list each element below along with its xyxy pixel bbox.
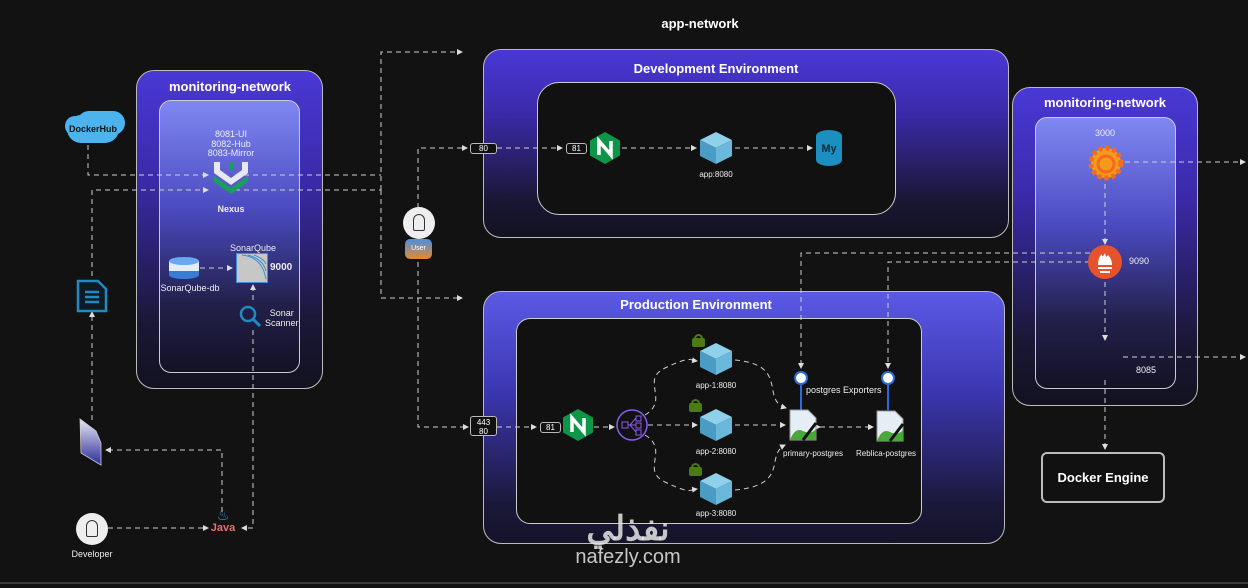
primary-postgres-icon[interactable] <box>789 409 817 441</box>
connector <box>885 261 1090 369</box>
dev-port-80: 80 <box>470 143 497 154</box>
connector <box>87 145 209 178</box>
nginx-icon[interactable] <box>562 408 594 442</box>
user-avatar[interactable] <box>403 207 435 239</box>
replica-exporter-node[interactable] <box>881 371 895 385</box>
search-icon[interactable] <box>238 304 262 328</box>
prod-port-443: 443 <box>476 418 491 427</box>
connector <box>105 447 223 512</box>
sonar-scanner-label: Sonar Scanner <box>265 308 299 328</box>
nginx-icon[interactable] <box>589 131 621 165</box>
other-port: 8085 <box>1136 365 1157 375</box>
sonarqube-icon[interactable] <box>236 253 268 283</box>
connector <box>734 359 787 410</box>
app-container-icon[interactable] <box>699 131 733 165</box>
document-icon[interactable] <box>76 279 108 313</box>
lock-icon <box>692 338 705 347</box>
connector <box>644 434 698 493</box>
replica-postgres-icon[interactable] <box>876 410 904 442</box>
user-badge: User <box>405 239 432 259</box>
lock-icon <box>689 403 702 412</box>
primary-exporter-node[interactable] <box>794 371 808 385</box>
mysql-label: My <box>821 143 837 155</box>
connector <box>644 357 698 416</box>
java-cup-icon: ♨ <box>216 507 230 523</box>
dev-env-title: Development Environment <box>633 61 799 76</box>
nexus-port-hub: 8082-Hub <box>211 139 251 149</box>
prometheus-port: 9090 <box>1129 256 1150 266</box>
prod-env-title: Production Environment <box>620 297 772 312</box>
docker-engine-box[interactable]: Docker Engine <box>1041 452 1165 503</box>
exporter-links <box>800 385 889 410</box>
connector <box>798 252 1090 369</box>
dev-app-label: app:8080 <box>699 170 733 179</box>
connector <box>417 262 469 430</box>
docker-engine-label: Docker Engine <box>1057 470 1149 485</box>
grafana-port: 3000 <box>1094 128 1116 138</box>
lock-shackle-icon <box>694 334 703 342</box>
grafana-icon[interactable] <box>1086 143 1126 183</box>
app-3[interactable] <box>689 463 739 523</box>
app-2[interactable] <box>689 399 739 459</box>
app-3-label: app-3:8080 <box>695 509 737 518</box>
lock-icon <box>689 467 702 476</box>
load-balancer-icon[interactable] <box>616 409 648 441</box>
connector <box>241 330 254 531</box>
app-container-icon <box>699 342 733 376</box>
left-monitoring-title: monitoring-network <box>168 79 292 94</box>
nexus-label: Nexus <box>217 204 245 214</box>
java-label: Java <box>210 522 236 534</box>
postgres-exporters-label: postgres Exporters <box>806 385 882 395</box>
nexus-port-ui: 8081-UI <box>214 129 248 139</box>
prometheus-icon[interactable] <box>1088 245 1122 279</box>
lock-shackle-icon <box>691 463 700 471</box>
database-icon[interactable] <box>168 256 200 280</box>
dockerhub-label: DockerHub <box>68 124 117 134</box>
connector <box>380 190 463 301</box>
watermark-arabic: نفذلي <box>586 510 670 548</box>
mysql-icon[interactable]: My <box>816 130 842 166</box>
person-icon <box>413 214 425 231</box>
prod-ports-box: 443 80 <box>470 416 497 436</box>
replica-postgres-label: Reblica-postgres <box>855 449 917 458</box>
sonarqube-db-label: SonarQube-db <box>160 283 220 293</box>
app-2-label: app-2:8080 <box>695 447 737 456</box>
connector <box>380 49 463 190</box>
app-1[interactable] <box>692 334 742 394</box>
right-monitoring-title: monitoring-network <box>1043 95 1167 110</box>
connector <box>417 145 468 208</box>
prod-port-81: 81 <box>540 422 561 433</box>
developer-label: Developer <box>71 549 113 559</box>
artifact-file-icon[interactable] <box>79 417 105 467</box>
app-container-icon <box>699 408 733 442</box>
network-title: app-network <box>661 16 739 31</box>
sonarqube-port: 9000 <box>270 262 293 273</box>
sonarqube-label: SonarQube <box>229 243 277 253</box>
java-icon[interactable]: ♨ Java <box>207 508 239 546</box>
watermark-latin: nafezly.com <box>575 546 681 568</box>
app-container-icon <box>699 472 733 506</box>
lock-shackle-icon <box>691 399 700 407</box>
watermark: نفذلي nafezly.com <box>548 512 708 568</box>
connector <box>91 187 209 420</box>
nexus-icon[interactable] <box>212 160 250 196</box>
app-1-label: app-1:8080 <box>695 381 737 390</box>
nexus-port-mirror: 8083-Mirror <box>207 148 255 158</box>
dockerhub-cloud-icon[interactable]: DockerHub <box>67 115 119 143</box>
dev-port-81: 81 <box>566 143 587 154</box>
prod-port-80: 80 <box>479 427 488 436</box>
primary-postgres-label: primary-postgres <box>782 449 844 458</box>
person-icon <box>86 520 98 537</box>
developer-avatar[interactable] <box>76 513 108 545</box>
left-monitoring-inner <box>159 100 300 373</box>
connector <box>734 444 786 491</box>
